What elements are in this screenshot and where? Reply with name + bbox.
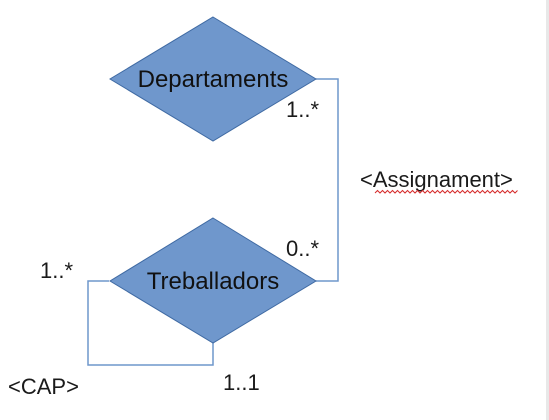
page-edge [546,0,549,420]
departaments-entity[interactable] [109,16,317,142]
cap-target-multiplicity: 1..1 [223,370,260,395]
treballadors-entity[interactable] [109,217,317,344]
cap-connector[interactable] [87,280,214,366]
departaments-label: Departaments [138,66,289,93]
cap-label: <CAP> [8,374,79,399]
assignament-target-multiplicity: 0..* [286,236,319,261]
assignament-label: <Assignament> [360,167,513,192]
assignament-source-multiplicity: 1..* [286,97,319,122]
cap-source-multiplicity: 1..* [40,258,73,283]
assignament-connector[interactable] [316,78,339,282]
treballadors-label: Treballadors [147,268,280,295]
spellcheck-underline [374,189,518,194]
